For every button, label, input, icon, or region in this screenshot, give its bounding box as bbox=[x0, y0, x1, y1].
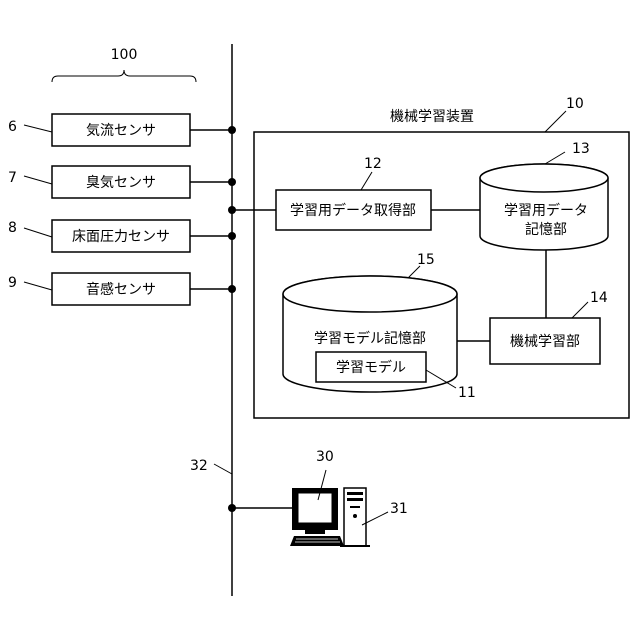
acquisition-unit-label: 学習用データ取得部 bbox=[290, 202, 416, 219]
sensor-floor-pressure-label: 床面圧力センサ bbox=[72, 229, 170, 245]
keyboard-icon bbox=[290, 536, 344, 546]
learning-model-label: 学習モデル bbox=[336, 359, 406, 376]
model-storage-label: 学習モデル記憶部 bbox=[314, 330, 426, 347]
ml-device-ref: 10 bbox=[566, 96, 584, 112]
ml-device-label: 機械学習装置 bbox=[390, 109, 474, 125]
sensor-sound: 音感センサ 9 bbox=[8, 273, 236, 305]
learning-model-ref: 11 bbox=[458, 385, 476, 401]
sensor-odor-ref: 7 bbox=[8, 170, 17, 186]
bus-label: 32 bbox=[190, 458, 208, 474]
sensor-sound-label: 音感センサ bbox=[86, 281, 156, 298]
sensor-sound-ref: 9 bbox=[8, 275, 17, 291]
sensor-floor-pressure: 床面圧力センサ 8 bbox=[8, 220, 236, 252]
sensor-airflow-label: 気流センサ bbox=[86, 123, 156, 139]
monitor-ref: 30 bbox=[316, 449, 334, 465]
tower-ref: 31 bbox=[390, 501, 408, 517]
sensor-odor: 臭気センサ 7 bbox=[8, 166, 236, 198]
model-storage-ref: 15 bbox=[417, 252, 435, 268]
sensor-airflow-ref: 6 bbox=[8, 119, 17, 135]
acquisition-unit-ref: 12 bbox=[364, 156, 382, 172]
bus-leader bbox=[214, 464, 232, 474]
learning-data-storage-label-2: 記憶部 bbox=[525, 221, 567, 238]
group-brace bbox=[52, 70, 196, 82]
sensor-floor-pressure-ref: 8 bbox=[8, 220, 17, 236]
learning-unit-label: 機械学習部 bbox=[510, 334, 580, 350]
group-label: 100 bbox=[111, 47, 138, 63]
computer-icon: 30 31 bbox=[290, 449, 408, 546]
learning-data-storage-ref: 13 bbox=[572, 141, 590, 157]
sensor-odor-label: 臭気センサ bbox=[86, 175, 156, 191]
sensor-airflow: 気流センサ 6 bbox=[8, 114, 236, 146]
learning-data-storage-label-1: 学習用データ bbox=[504, 202, 588, 219]
learning-unit-ref: 14 bbox=[590, 290, 608, 306]
